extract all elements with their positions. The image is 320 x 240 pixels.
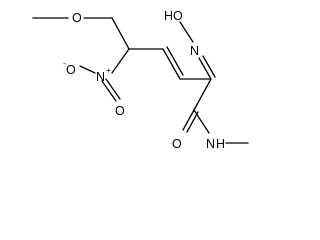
atom-nitro-oxygen-double: O bbox=[115, 104, 125, 118]
bond-oxime-n-o bbox=[179, 21, 194, 43]
nitro-oxygen-charge: - bbox=[63, 58, 66, 68]
bond-alkene-double-b bbox=[166, 46, 184, 76]
bond-nitro-o-double-a bbox=[105, 78, 121, 100]
bond-c2-oxime-n-a bbox=[198, 57, 212, 80]
bonds bbox=[32, 17, 249, 144]
bond-c1-amide-o-a bbox=[182, 109, 195, 131]
bond-c1-amide-n bbox=[193, 109, 210, 134]
atom-amide-hydrogen: H bbox=[216, 137, 225, 151]
atom-methoxy-oxygen: O bbox=[72, 11, 82, 25]
atom-oxime-hydroxyl: HO bbox=[164, 9, 183, 23]
atom-amide-oxygen: O bbox=[172, 137, 182, 151]
atom-amide-nitrogen: N bbox=[206, 137, 215, 151]
bond-c2-c1 bbox=[193, 78, 212, 111]
bond-c2-oxime-n-b bbox=[202, 55, 216, 78]
bond-nitro-o-double-b bbox=[101, 80, 117, 102]
bond-ch2-ch bbox=[111, 17, 130, 50]
bond-alkene-double-a bbox=[162, 48, 181, 80]
bond-ch-nitro-n bbox=[111, 48, 130, 74]
nitro-nitrogen-charge: + bbox=[106, 65, 111, 75]
atom-nitro-oxygen-charged: O bbox=[66, 63, 76, 77]
atom-labels: O O - N + O HO N O N H bbox=[63, 9, 225, 151]
bond-nitro-o-single bbox=[79, 65, 96, 74]
chemical-structure: O O - N + O HO N O N H bbox=[32, 9, 249, 151]
atom-nitro-nitrogen: N bbox=[96, 70, 105, 84]
bond-c1-amide-o-b bbox=[186, 111, 199, 133]
atom-oxime-nitrogen: N bbox=[190, 44, 199, 58]
